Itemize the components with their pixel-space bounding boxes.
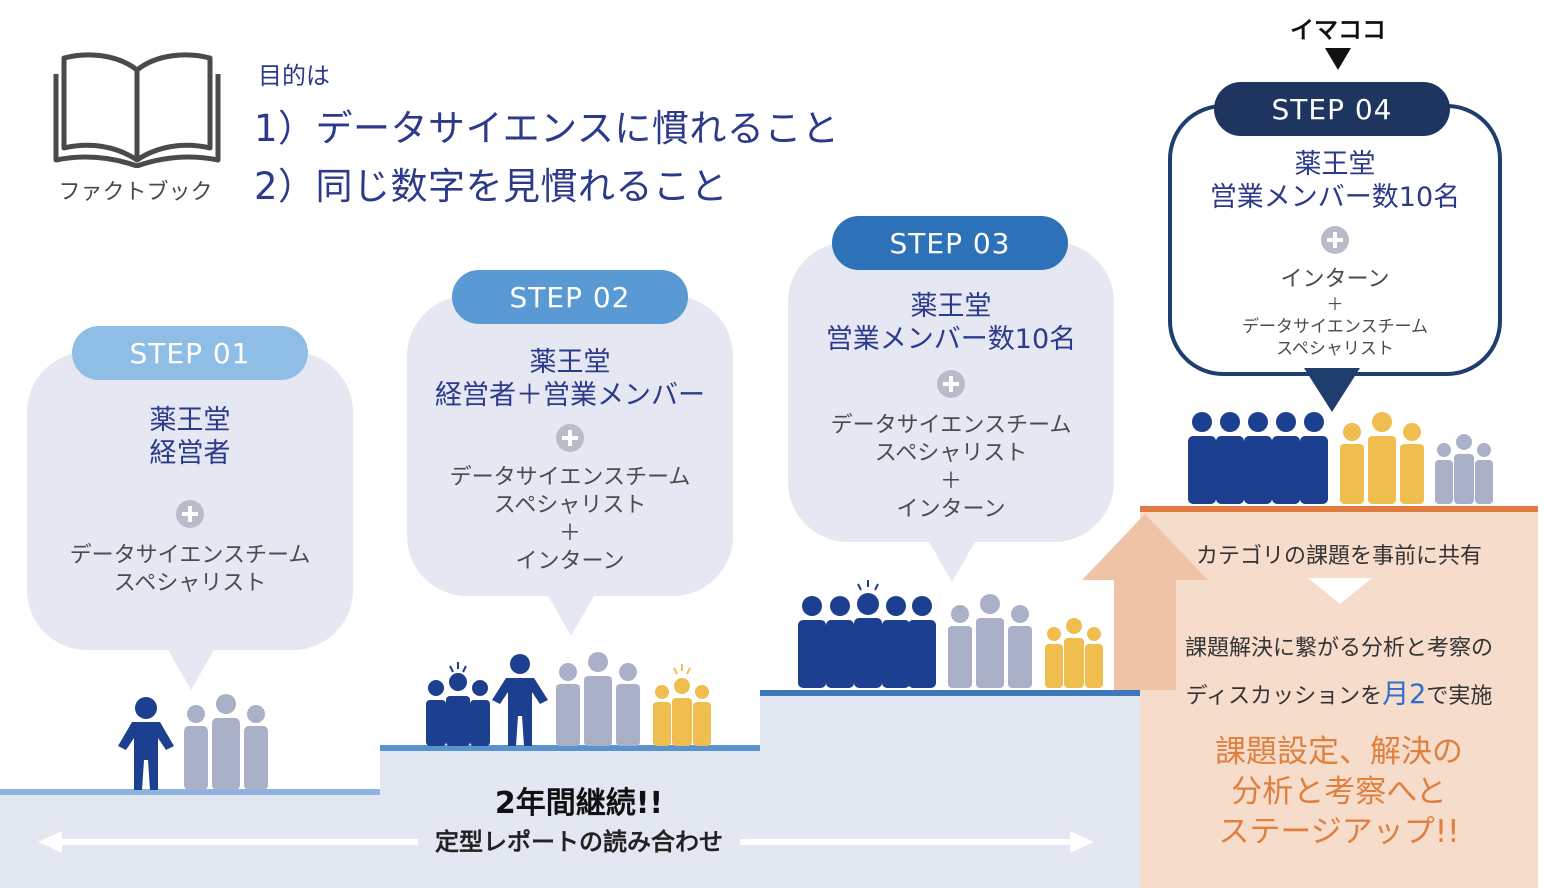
step-04-label: STEP 04 [1214,82,1450,136]
here-marker-label: イマココ [1290,16,1386,44]
people-group-step-03 [798,580,1103,688]
person-icon [653,678,711,746]
continue-label: 2年間継続!! [494,786,664,821]
discussion-highlight: 月2 [1382,679,1427,710]
person-icon [1045,618,1103,688]
step-01-title: 薬王堂 経営者 [149,405,231,469]
step-03-title: 薬王堂 営業メンバー数10名 [825,291,1077,355]
step-04-tail [1304,368,1360,412]
stageup-text: 課題設定、解決の 分析と考察へと ステージアップ!! [1215,734,1463,850]
step-03-tail [928,540,976,582]
bottom-text-bg [418,776,740,858]
ground-step-3 [760,694,1142,888]
panel-discussion-line-2: ディスカッションを月2で実施 [1140,672,1538,711]
discussion-prefix: ディスカッションを [1185,684,1383,709]
step-03-label: STEP 03 [832,216,1068,270]
step-01-tail [167,648,215,690]
step-02-tail [547,594,595,636]
step-03-bubble: 薬王堂 営業メンバー数10名 データサイエンスチーム スペシャリスト ＋ インタ… [788,242,1114,582]
person-icon [118,697,174,790]
step-04-bubble: 薬王堂 営業メンバー数10名 インターン ＋ データサイエンスチーム スペシャリ… [1168,104,1502,376]
person-icon [1188,412,1328,504]
panel-share-text: カテゴリの課題を事前に共有 [1195,544,1482,569]
routine-label: 定型レポートの読み合わせ [435,828,723,856]
person-icon [1340,412,1424,504]
ground-line-2 [380,745,762,751]
plus-icon [1321,226,1349,254]
people-group-step-02 [426,652,711,746]
stage-panel [1140,510,1538,888]
ground-line-3 [760,690,1142,696]
plus-icon [176,500,204,528]
plus-icon [937,370,965,398]
step-04-body-small: ＋ データサイエンスチーム スペシャリスト [1242,295,1428,359]
ground-line-1 [0,789,382,795]
step-01-label: STEP 01 [72,326,308,380]
step-02-title: 薬王堂 経営者＋営業メンバー [435,347,705,411]
book-block: ファクトブック [48,48,223,208]
purpose-line-2: 2）同じ数字を見慣れること [254,165,729,208]
step-04-body-main: インターン [1280,267,1390,292]
down-triangle-icon [1325,48,1351,70]
people-group-step-01 [118,694,268,790]
discussion-suffix: で実施 [1426,684,1493,709]
people-group-step-04 [1188,412,1493,504]
book-label: ファクトブック [58,180,213,205]
person-icon [1435,434,1493,504]
panel-discussion-line-1: 課題解決に繋がる分析と考察の [1184,636,1493,661]
step-04-title: 薬王堂 営業メンバー数10名 [1209,149,1461,213]
person-icon [556,652,640,746]
person-icon [184,694,268,790]
step-01-body: データサイエンスチーム スペシャリスト [69,543,311,596]
purpose-intro: 目的は [258,62,330,90]
step-03-body: データサイエンスチーム スペシャリスト ＋ インターン [830,413,1072,522]
open-book-icon [53,52,221,168]
person-icon [948,594,1032,688]
step-02-label: STEP 02 [452,270,688,324]
person-icon [426,654,548,746]
step-01-bubble: 薬王堂 経営者 データサイエンスチーム スペシャリスト [27,352,353,690]
step-02-bubble: 薬王堂 経営者＋営業メンバー データサイエンスチーム スペシャリスト ＋ インタ… [407,296,733,636]
stage-panel-top-line [1140,506,1538,512]
plus-icon [556,424,584,452]
person-icon [798,593,936,688]
panel-down-triangle-icon [1308,578,1372,604]
purpose-line-1: 1）データサイエンスに慣れること [254,107,840,150]
step-02-body: データサイエンスチーム スペシャリスト ＋ インターン [449,465,691,574]
up-arrow-icon [1082,514,1208,690]
